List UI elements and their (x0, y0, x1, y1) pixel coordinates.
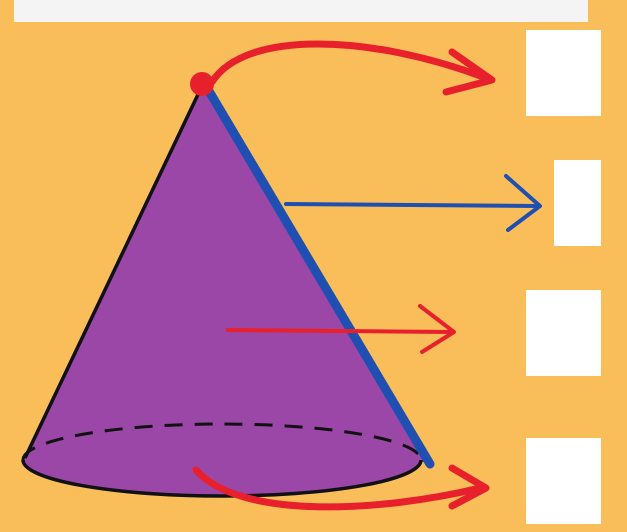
slant-edge (201, 81, 435, 469)
answer-box-height[interactable] (526, 290, 601, 376)
base-radius-arrow (192, 466, 484, 511)
base-front-outline (21, 459, 423, 498)
height-arrow-head (418, 304, 456, 354)
answer-box-base-radius[interactable] (526, 438, 601, 524)
apex-dot (190, 72, 214, 96)
base-radius-arrow-head (448, 464, 490, 510)
slant-height-arrow (284, 202, 538, 208)
top-strip (14, 0, 588, 22)
cone-base (23, 424, 421, 496)
cone-body (25, 86, 424, 462)
height-arrow (226, 328, 452, 334)
answer-box-apex[interactable] (526, 30, 601, 116)
answer-box-slant-height[interactable] (554, 160, 601, 246)
apex-arrow (208, 40, 490, 86)
apex-arrow-head (442, 48, 496, 96)
cone-left-edge (23, 85, 204, 459)
slant-height-arrow-head (504, 174, 542, 232)
